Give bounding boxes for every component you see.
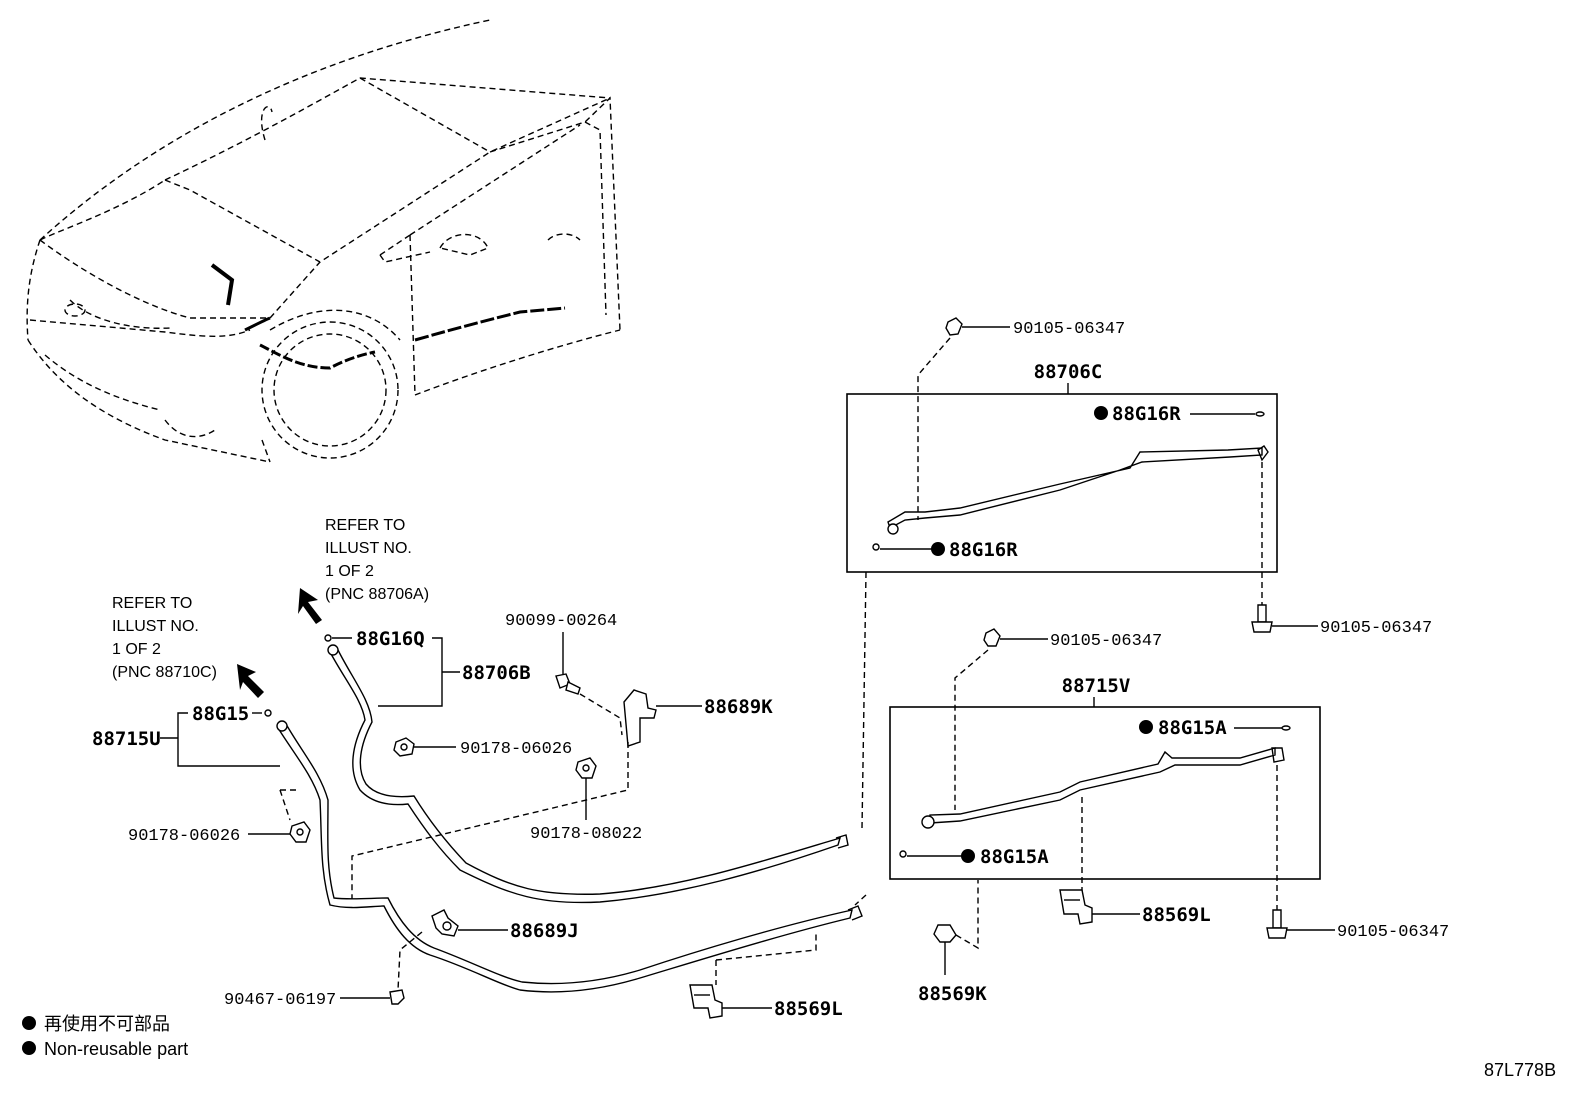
legend-jp: 再使用不可部品: [44, 1014, 170, 1034]
pipe-88715V: [929, 747, 1276, 824]
label-90105-c: 90105-06347: [1050, 632, 1162, 651]
non-reusable-dot: [961, 849, 975, 863]
refer-line: ILLUST NO.: [112, 618, 199, 635]
pipe-88706C: [887, 447, 1263, 530]
non-reusable-dot-icon: [22, 1041, 36, 1055]
nut-90178-08022: 90178-08022: [351, 742, 642, 900]
label-88715U: 88715U: [92, 728, 161, 750]
label-90105-b: 90105-06347: [1320, 619, 1432, 638]
pipe-88715U: 88G15 88715U: [92, 703, 867, 993]
clamp-88569L-right: 88569L: [1059, 889, 1211, 926]
refer-line: ILLUST NO.: [325, 540, 412, 557]
non-reusable-dot: [1094, 406, 1108, 420]
label-88G16R-top: 88G16R: [1112, 403, 1181, 425]
label-88706B: 88706B: [462, 662, 531, 684]
label-90099: 90099-00264: [505, 612, 617, 631]
label-88G15: 88G15: [192, 703, 249, 725]
non-reusable-dot: [1139, 720, 1153, 734]
refer-note-88710C: REFER TO ILLUST NO. 1 OF 2 (PNC 88710C): [112, 595, 264, 698]
bolt-90105-d: 90105-06347: [1266, 765, 1449, 942]
label-90178-06026-a: 90178-06026: [460, 740, 572, 759]
clip-90467-06197: 90467-06197: [224, 989, 405, 1010]
label-90467-06197: 90467-06197: [224, 991, 336, 1010]
clamp-88569L-left: 88569L: [689, 932, 843, 1020]
label-88569L-right: 88569L: [1142, 904, 1211, 926]
label-90178-08022: 90178-08022: [530, 825, 642, 844]
assembly-88706C: 88706C 88G16R 88G16R: [846, 361, 1278, 573]
bolt-90105-a: 90105-06347: [917, 317, 1125, 520]
legend: 再使用不可部品 Non-reusable part: [22, 1014, 188, 1059]
label-88706C: 88706C: [1034, 361, 1103, 383]
bracket-88689J: 88689J: [397, 909, 579, 991]
box-88715V: [889, 706, 1321, 880]
illustration-code: 87L778B: [1484, 1060, 1556, 1080]
nut-90178-06026-b: 90178-06026: [128, 821, 311, 846]
assembly-88715V: 88715V 88G15A 88G15A: [889, 675, 1321, 900]
car-illustration: [26, 19, 621, 463]
bolt-90099-00264: 90099-00264: [505, 612, 623, 736]
label-90105-d: 90105-06347: [1337, 923, 1449, 942]
clamp-88569K: 88569K: [918, 880, 987, 1005]
label-90178-06026-b: 90178-06026: [128, 827, 240, 846]
refer-line: 1 OF 2: [325, 563, 374, 580]
label-88G15A-bottom: 88G15A: [980, 846, 1049, 868]
box-88706C: [846, 393, 1278, 573]
non-reusable-dot-icon: [22, 1016, 36, 1030]
refer-line: REFER TO: [325, 517, 405, 534]
label-88569L-left: 88569L: [774, 998, 843, 1020]
refer-line: (PNC 88706A): [325, 586, 429, 603]
pipe-88706B: 88G16Q 88706B: [324, 571, 867, 904]
refer-note-88706A: REFER TO ILLUST NO. 1 OF 2 (PNC 88706A): [298, 517, 429, 624]
label-88G16Q: 88G16Q: [356, 628, 425, 650]
refer-line: REFER TO: [112, 595, 192, 612]
label-88G16R-bottom: 88G16R: [949, 539, 1018, 561]
label-88569K: 88569K: [918, 983, 987, 1005]
label-90105-a: 90105-06347: [1013, 320, 1125, 339]
non-reusable-dot: [931, 542, 945, 556]
arrow-icon: [237, 664, 264, 698]
refer-line: 1 OF 2: [112, 641, 161, 658]
bolt-90105-c: 90105-06347: [954, 628, 1162, 810]
nut-90178-06026-a: 90178-06026: [393, 737, 572, 759]
bolt-90105-b: 90105-06347: [1251, 462, 1432, 638]
label-88G15A-top: 88G15A: [1158, 717, 1227, 739]
legend-en: Non-reusable part: [44, 1039, 188, 1059]
arrow-icon: [298, 588, 322, 624]
bracket-88689K: 88689K: [623, 689, 773, 747]
refer-line: (PNC 88710C): [112, 664, 217, 681]
label-88689K: 88689K: [704, 696, 773, 718]
label-88715V: 88715V: [1062, 675, 1131, 697]
label-88689J: 88689J: [510, 920, 579, 942]
